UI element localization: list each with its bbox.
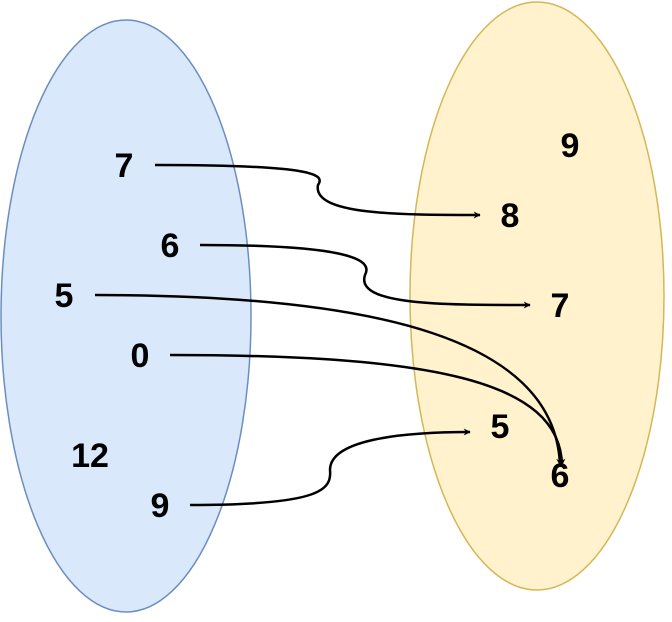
right-element-8: 8 — [501, 197, 520, 235]
left-element-9: 9 — [151, 487, 170, 525]
left-set-ellipse — [0, 19, 252, 613]
left-element-7: 7 — [115, 147, 134, 185]
right-element-7: 7 — [551, 287, 570, 325]
arrow-0-to-6 — [169, 353, 566, 466]
left-element-0: 0 — [131, 337, 150, 375]
right-set-ellipse — [409, 1, 665, 591]
left-element-5: 5 — [55, 277, 74, 315]
left-element-12: 12 — [71, 437, 109, 475]
left-element-6: 6 — [161, 227, 180, 265]
right-element-9: 9 — [561, 127, 580, 165]
arrow-9-to-5 — [189, 428, 471, 507]
arrow-7-to-8 — [154, 163, 481, 219]
right-element-6: 6 — [551, 457, 570, 495]
arrow-5-to-6 — [94, 293, 564, 466]
right-element-5: 5 — [491, 408, 510, 446]
arrow-6-to-7 — [199, 243, 531, 309]
